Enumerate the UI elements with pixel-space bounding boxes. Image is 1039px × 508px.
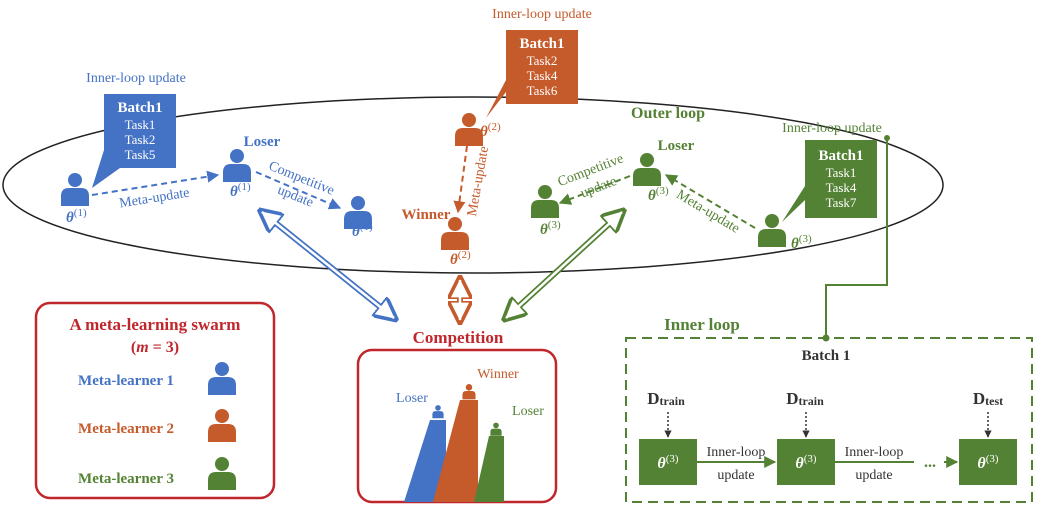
d-train-1: Dtrain	[647, 389, 685, 408]
blue-podium-bar	[404, 420, 446, 502]
blue-batch-task: Task2	[125, 132, 156, 147]
inner-loop-connector	[825, 138, 888, 336]
green-learner-icon	[758, 214, 786, 247]
orange-batch-callout: Batch1 Task2 Task4 Task6	[486, 30, 578, 118]
blue-competition-arrow-inner	[261, 211, 395, 319]
green-batch-title: Batch1	[819, 148, 864, 164]
orange-batch-task: Task2	[527, 53, 558, 68]
inner-ellipsis: ...	[924, 454, 936, 471]
inner-update-label-2a: Inner-loop	[845, 445, 904, 460]
inner-theta-2: θ(3)	[795, 453, 816, 472]
competition-loser-left: Loser	[396, 391, 428, 406]
inner-theta-box-1	[639, 439, 697, 485]
blue-batch-task: Task5	[125, 147, 156, 162]
swarm-title: A meta-learning swarm	[70, 315, 241, 334]
blue-loser-icon	[223, 149, 251, 182]
green-theta: θ(3)	[791, 233, 812, 252]
orange-meta-update-arrow	[453, 145, 468, 214]
orange-meta-update-label: Meta-update	[465, 145, 492, 217]
outer-loop-ellipse	[2, 96, 944, 274]
green-meta-update-label: Meta-update	[674, 187, 742, 236]
green-batch-task: Task7	[826, 195, 857, 210]
green-competitive-update-arrow	[558, 175, 631, 205]
orange-podium-bar	[433, 400, 478, 502]
blue-inner-loop-update-label: Inner-loop update	[86, 71, 186, 86]
green-loser-label: Loser	[658, 138, 695, 154]
legend-meta-learner-2: Meta-learner 2	[78, 421, 174, 437]
blue-loser-label: Loser	[244, 134, 281, 150]
blue-batch-task: Task1	[125, 117, 156, 132]
orange-winner-label: Winner	[402, 207, 451, 223]
green-batch-task: Task4	[826, 180, 857, 195]
blue-batch-title: Batch1	[118, 100, 163, 116]
green-podium-bar	[474, 436, 504, 502]
orange-inner-loop-update-label: Inner-loop update	[492, 7, 592, 22]
inner-theta-box-2	[777, 439, 835, 485]
d-test: Dtest	[973, 389, 1003, 408]
green-meta-update-arrow	[664, 174, 756, 229]
inner-batch-label: Batch 1	[802, 348, 851, 364]
orange-winner-theta: θ(2)	[450, 249, 471, 268]
blue-theta: θ(1)	[66, 207, 87, 226]
orange-learner-icon	[455, 113, 483, 146]
inner-update-label-2b: update	[855, 468, 892, 483]
competition-podium	[404, 384, 504, 502]
blue-competitive-update-arrow	[255, 171, 342, 210]
blue-meta-update-label: Meta-update	[118, 186, 190, 212]
orange-batch-task: Task6	[527, 83, 558, 98]
green-updated-icon	[531, 185, 559, 218]
green-loser-icon	[633, 153, 661, 186]
green-inner-loop-update-label: Inner-loop update	[782, 121, 882, 136]
legend-meta-learner-3: Meta-learner 3	[78, 471, 174, 487]
swarm-legend-box	[34, 301, 276, 500]
inner-update-label-1a: Inner-loop	[707, 445, 766, 460]
blue-learner-icon	[61, 173, 89, 206]
blue-meta-update-arrow	[91, 170, 220, 196]
green-loser-theta: θ(3)	[648, 185, 669, 204]
orange-theta: θ(2)	[480, 121, 501, 140]
legend-meta-learner-1: Meta-learner 1	[78, 373, 174, 389]
inner-loop-box	[625, 337, 1033, 503]
outer-loop-label: Outer loop	[631, 105, 705, 122]
inner-theta-3: θ(3)	[977, 453, 998, 472]
inner-theta-box-3	[959, 439, 1017, 485]
competition-winner: Winner	[477, 367, 519, 382]
d-train-2: Dtrain	[786, 389, 824, 408]
inner-update-label-1b: update	[717, 468, 754, 483]
inner-loop-label: Inner loop	[664, 315, 740, 334]
green-batch-callout: Batch1 Task1 Task4 Task7	[782, 140, 877, 222]
blue-loser-theta: θ(1)	[230, 181, 251, 200]
green-batch-task: Task1	[826, 165, 857, 180]
swarm-m-label: (m = 3)	[131, 339, 179, 356]
orange-batch-task: Task4	[527, 68, 558, 83]
blue-updated-theta: θ(1)	[352, 221, 373, 240]
inner-theta-1: θ(3)	[657, 453, 678, 472]
orange-batch-title: Batch1	[520, 36, 565, 52]
competition-title: Competition	[413, 328, 504, 347]
competition-loser-right: Loser	[512, 404, 544, 419]
blue-batch-callout: Batch1 Task1 Task2 Task5	[92, 94, 176, 188]
green-updated-theta: θ(3)	[540, 219, 561, 238]
green-competition-arrow-inner	[505, 211, 623, 319]
